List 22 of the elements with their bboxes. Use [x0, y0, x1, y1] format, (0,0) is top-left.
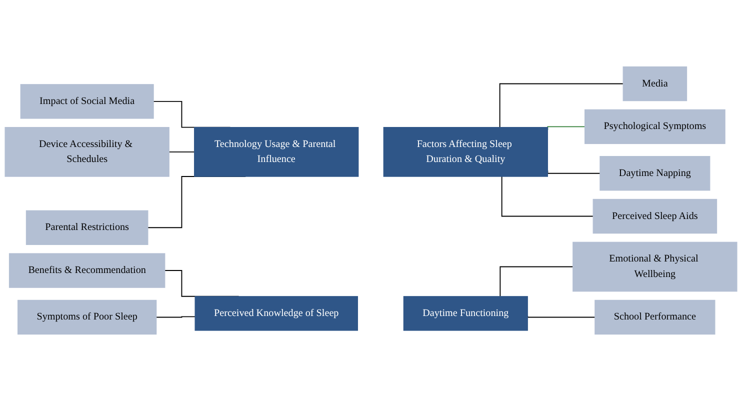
node-box: Media — [622, 66, 688, 102]
node-box: Daytime Napping — [600, 156, 710, 191]
connector — [527, 315, 596, 318]
node-box: Factors Affecting Sleep Duration & Quality — [383, 127, 548, 177]
node-box: Parental Restrictions — [26, 210, 148, 245]
node-box: Perceived Knowledge of Sleep — [194, 296, 358, 331]
connector — [547, 170, 600, 174]
node-box: Technology Usage & Parental Influence — [194, 127, 359, 177]
connector — [500, 266, 574, 297]
node-box: School Performance — [594, 300, 716, 335]
node-box: Psychological Symptoms — [584, 109, 726, 144]
connector — [501, 176, 594, 217]
connector — [499, 83, 624, 128]
node-box: Symptoms of Poor Sleep — [18, 300, 157, 335]
node-box: Benefits & Recommendation — [8, 253, 166, 288]
connector — [156, 316, 196, 318]
node-box: Emotional & Physical Wellbeing — [572, 242, 738, 292]
node-box: Perceived Sleep Aids — [592, 198, 718, 234]
node-box: Daytime Functioning — [403, 296, 528, 331]
connector — [168, 151, 195, 152]
node-box: Device Accessibility & Schedules — [4, 127, 170, 177]
node-box: Impact of Social Media — [20, 84, 154, 119]
